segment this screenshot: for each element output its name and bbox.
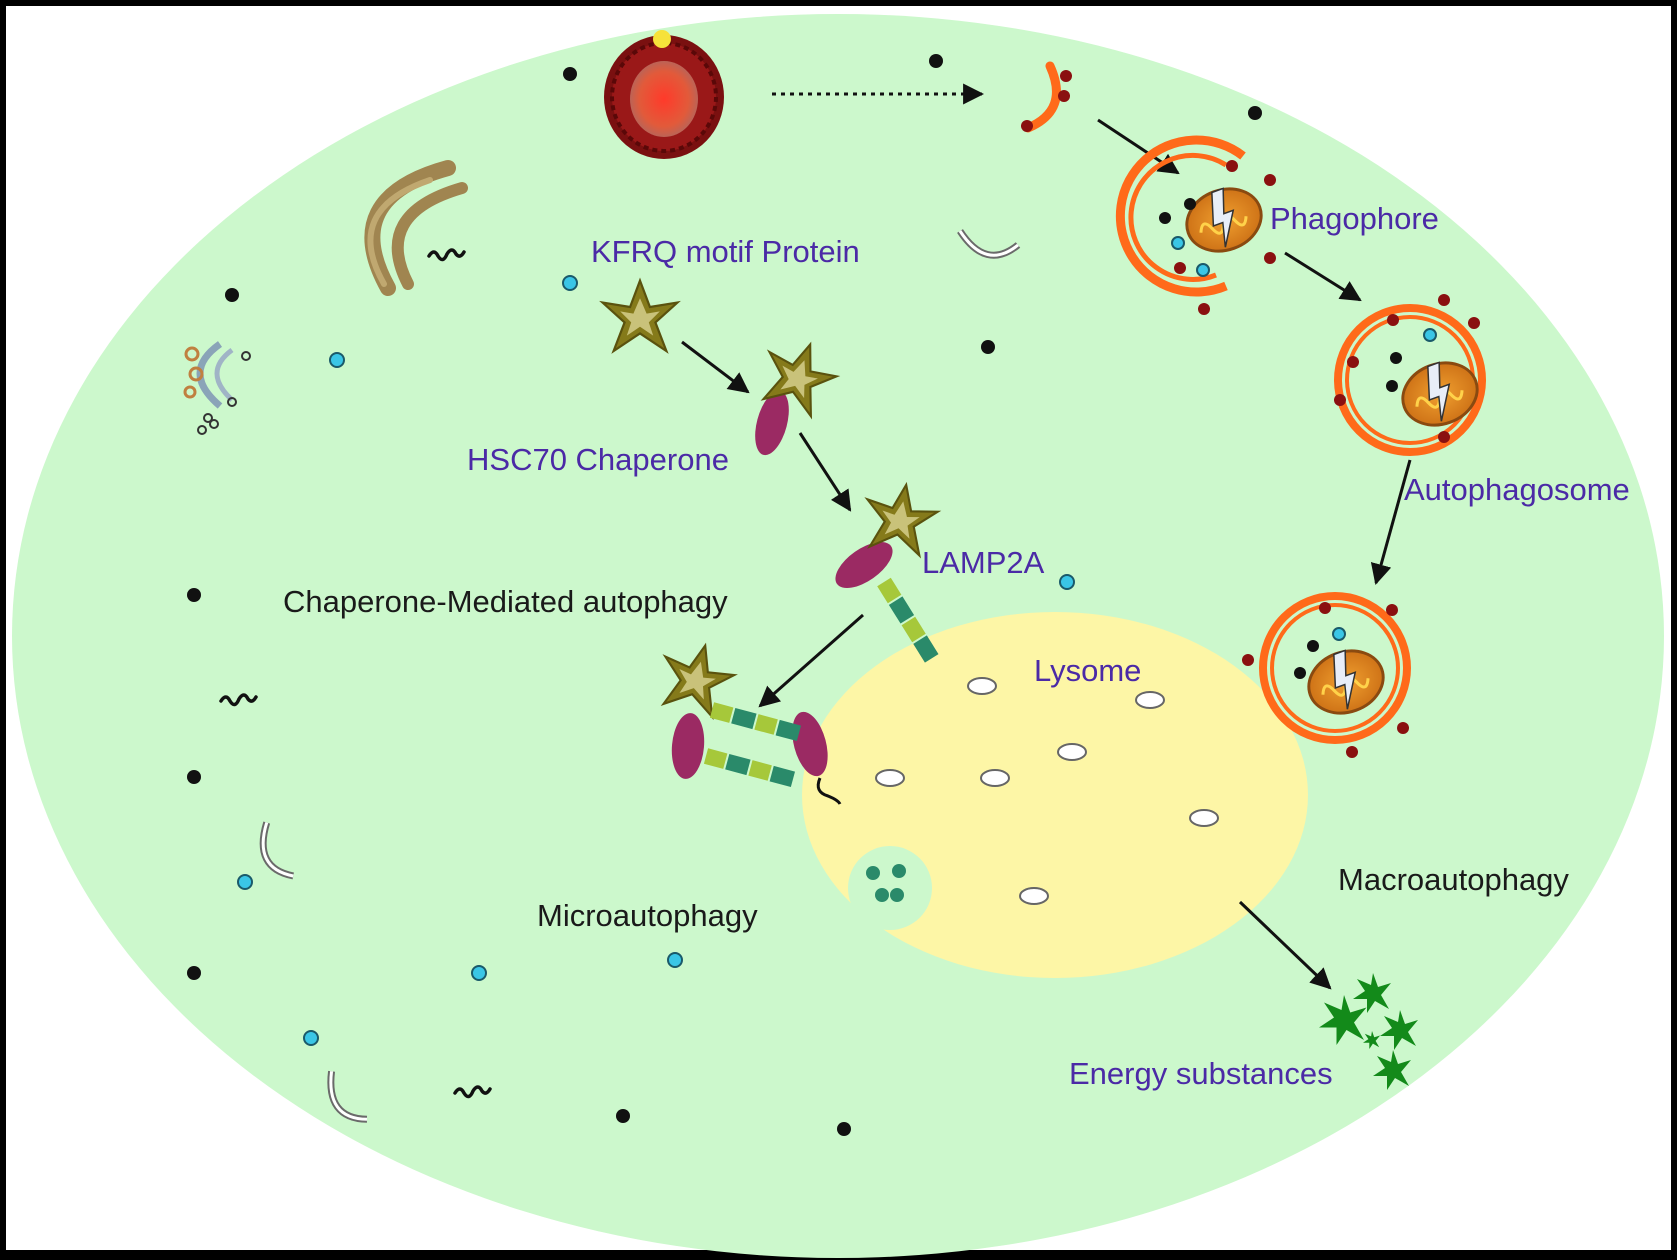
label-kfrq: KFRQ motif Protein (591, 234, 860, 269)
phagophore-initial (1021, 61, 1072, 133)
lamp2a-complex-icon (835, 477, 943, 663)
label-lamp2a: LAMP2A (922, 545, 1045, 580)
proteasome-icon (604, 30, 724, 159)
phagophore (1115, 135, 1276, 315)
label-energy: Energy substances (1069, 1056, 1333, 1091)
lysosome-vesicles (875, 677, 1219, 905)
label-cma: Chaperone-Mediated autophagy (283, 584, 728, 619)
label-autophagosome: Autophagosome (1404, 472, 1630, 507)
label-lysome: Lysome (1034, 653, 1141, 688)
er-icon (183, 341, 251, 435)
hsc70-complex-icon (752, 331, 845, 456)
lamp2a-dimer-icon (652, 635, 842, 805)
label-phagophore: Phagophore (1270, 201, 1439, 236)
autophagosome-fusing (1242, 592, 1411, 758)
golgi-icon (364, 160, 468, 296)
label-micro: Microautophagy (537, 898, 758, 933)
cytosol-particles-cyan (237, 275, 1075, 1046)
cytosol-particles-black (187, 54, 1262, 1136)
autophagosome (1334, 294, 1488, 456)
label-hsc70: HSC70 Chaperone (467, 442, 729, 477)
label-macro: Macroautophagy (1338, 862, 1569, 897)
lysosome (802, 612, 1308, 978)
